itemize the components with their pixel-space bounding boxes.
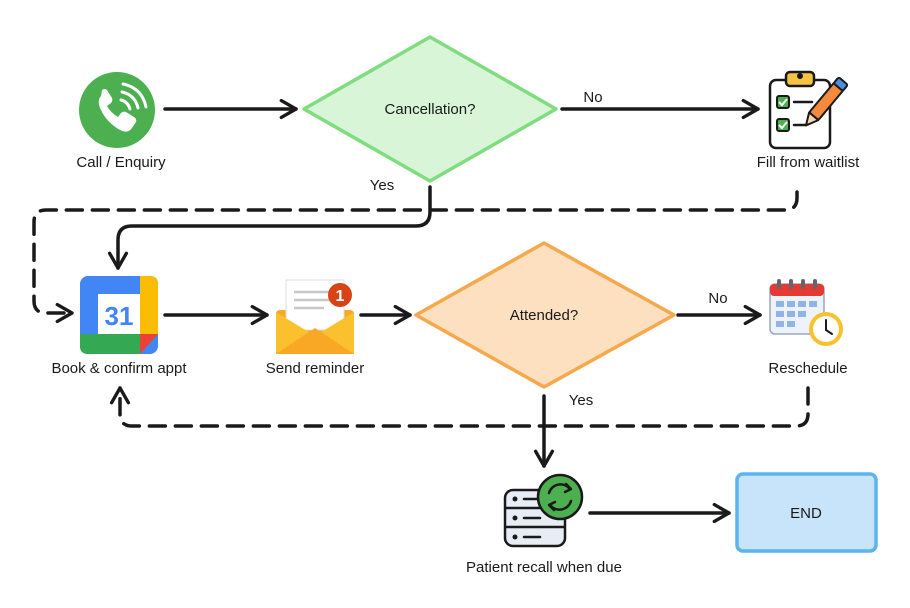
node-book-label: Book & confirm appt	[51, 360, 187, 377]
node-reschedule-label: Reschedule	[768, 360, 847, 377]
node-recall-label: Patient recall when due	[466, 559, 622, 576]
clipboard-checklist-icon	[768, 70, 849, 150]
edge-reschedule-to-book-dashed	[109, 386, 810, 428]
end-node[interactable]: END	[735, 472, 878, 553]
decision-attended[interactable]: Attended?	[414, 241, 676, 389]
node-reschedule[interactable]: Reschedule	[768, 279, 848, 377]
calendar-clock-icon	[769, 279, 843, 346]
node-call-label: Call / Enquiry	[76, 154, 166, 171]
decision-cancellation-label: Cancellation?	[385, 101, 476, 118]
node-reminder[interactable]: 1 Send reminder	[266, 279, 364, 377]
end-label: END	[790, 505, 822, 522]
edge-label-attended-yes: Yes	[569, 392, 593, 409]
edge-label-cancellation-yes: Yes	[370, 177, 394, 194]
notification-badge	[328, 283, 352, 307]
edge-waitlist-to-book-dashed	[32, 190, 799, 324]
end-box	[735, 472, 878, 553]
calendar-day-number: 31	[105, 301, 134, 331]
decision-attended-label: Attended?	[510, 307, 578, 324]
edge-label-attended-no: No	[708, 290, 727, 307]
edges	[32, 98, 810, 524]
node-book[interactable]: 31 Book & confirm appt	[51, 276, 187, 377]
notification-badge-count: 1	[336, 288, 345, 305]
envelope-notification-icon: 1	[276, 279, 354, 354]
node-reminder-label: Send reminder	[266, 360, 364, 377]
edge-cancellation-yes-to-book	[107, 185, 432, 270]
node-waitlist[interactable]: Fill from waitlist	[757, 70, 860, 171]
phone-icon	[79, 72, 155, 148]
node-call[interactable]: Call / Enquiry	[76, 72, 166, 171]
node-recall[interactable]: Patient recall when due	[466, 473, 622, 576]
database-sync-icon	[503, 473, 584, 548]
decision-cancellation-shape	[302, 35, 558, 183]
decision-attended-shape	[414, 241, 676, 389]
calendar-31-icon: 31	[80, 276, 158, 354]
node-waitlist-label: Fill from waitlist	[757, 154, 860, 171]
decision-cancellation[interactable]: Cancellation?	[302, 35, 558, 183]
edge-label-cancellation-no: No	[583, 89, 602, 106]
